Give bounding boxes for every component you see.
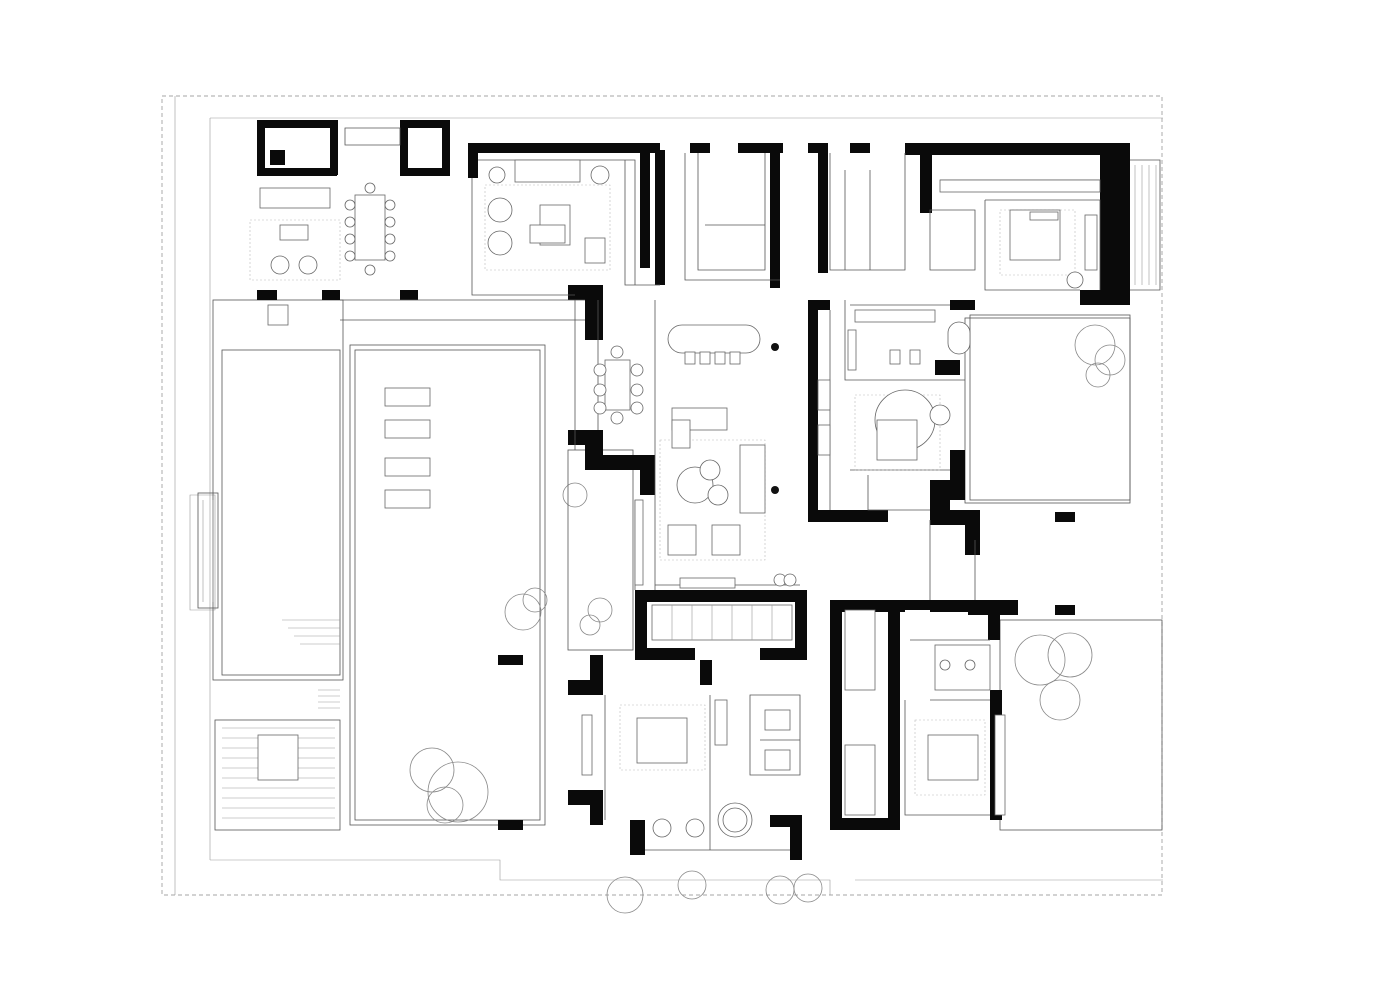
storage-furniture: [651, 573, 797, 641]
trees: [409, 324, 1126, 914]
bedroom-2-furniture: [581, 699, 791, 838]
living-furniture: [593, 324, 779, 586]
exterior-walls: [257, 120, 1130, 860]
dining-pavilion-furniture: [249, 182, 396, 326]
lounge-furniture: [484, 159, 611, 271]
site-boundary: [161, 95, 1163, 896]
master-bedroom-furniture: [939, 179, 1101, 289]
pergola-lounge: [214, 689, 341, 831]
pool-area: [197, 299, 546, 826]
terraces: [567, 159, 1163, 831]
sun-loungers: [384, 387, 431, 509]
bath-furniture: [817, 309, 971, 471]
bedroom-3-furniture: [844, 609, 1006, 816]
